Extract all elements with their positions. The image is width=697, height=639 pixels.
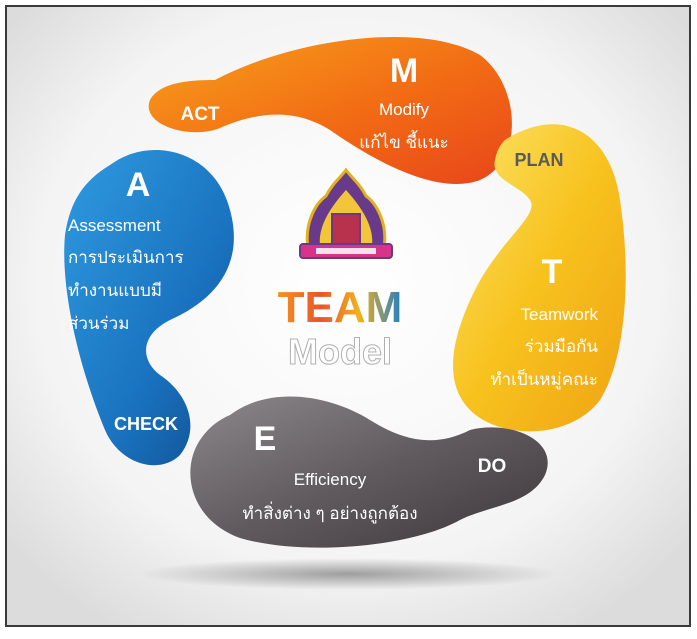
- efficiency-letter: E: [254, 420, 277, 458]
- phase-do: DO: [478, 456, 507, 477]
- emblem-temple: [331, 213, 361, 245]
- teamwork-shape: [453, 124, 626, 432]
- efficiency-label-th: ทำสิ่งต่าง ๆ อย่างถูกต้อง: [242, 501, 417, 524]
- modify-label-th: แก้ไข ชี้แนะ: [359, 130, 448, 152]
- assessment-letter: A: [126, 166, 151, 204]
- center-title-model: Model: [288, 331, 392, 372]
- center-title-team: TEAM: [278, 283, 403, 332]
- floor-shadow: [138, 558, 558, 590]
- phase-act: ACT: [180, 104, 219, 125]
- segment-efficiency: E Efficiency ทำสิ่งต่าง ๆ อย่างถูกต้อง D…: [190, 396, 548, 548]
- assessment-label-en: Assessment: [68, 216, 161, 235]
- teamwork-letter: T: [542, 253, 563, 291]
- assessment-label-th-1: การประเมินการ: [68, 248, 184, 267]
- efficiency-shape: [190, 396, 548, 548]
- efficiency-label-en: Efficiency: [294, 470, 367, 489]
- phase-plan: PLAN: [515, 150, 564, 170]
- assessment-label-th-2: ทำงานแบบมี: [68, 281, 162, 300]
- phase-check: CHECK: [114, 414, 178, 434]
- segment-teamwork: PLAN T Teamwork ร่วมมือกัน ทำเป็นหมู่คณะ: [453, 124, 626, 432]
- modify-label-en: Modify: [379, 100, 430, 119]
- teamwork-label-th-2: ทำเป็นหมู่คณะ: [490, 368, 598, 390]
- segment-modify: M Modify แก้ไข ชี้แนะ ACT: [148, 36, 512, 184]
- assessment-label-th-3: ส่วนร่วม: [68, 314, 129, 333]
- teamwork-label-th-1: ร่วมมือกัน: [525, 337, 599, 356]
- modify-shape: [148, 36, 512, 184]
- assessment-shape: [64, 150, 234, 466]
- emblem-ribbon-band: [316, 248, 376, 254]
- segment-assessment: A Assessment การประเมินการ ทำงานแบบมี ส่…: [64, 150, 234, 466]
- teamwork-label-en: Teamwork: [521, 305, 599, 324]
- modify-letter: M: [390, 52, 418, 90]
- center-emblem: [299, 167, 393, 259]
